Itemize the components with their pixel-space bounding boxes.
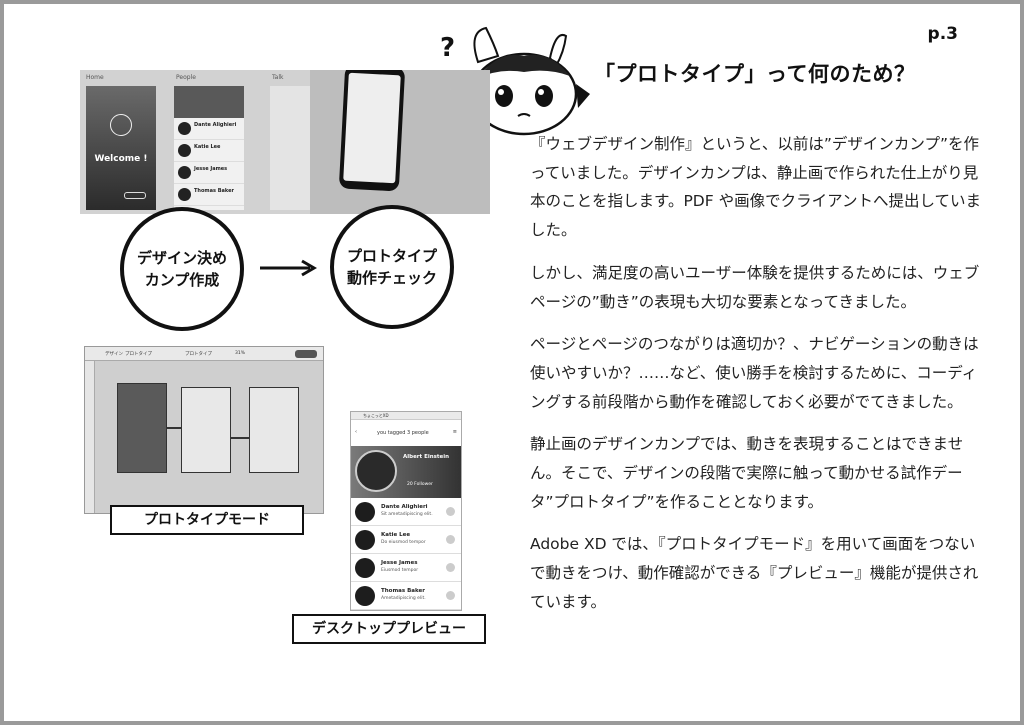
smartphone-image [338,70,406,192]
add-icon [446,535,455,544]
paragraph: Adobe XD では、『プロトタイプモード』を用いて画面をつないで動きをつけ、… [530,535,979,611]
body-text: 『ウェブデザイン制作』というと、以前は”デザインカンプ”を作っていました。デザイ… [530,130,982,631]
avatar [355,586,375,606]
list-item: Katie Lee Do eiusmod tempor [351,526,461,554]
prototype-mode-screenshot: デザイン プロトタイプ プロトタイプ 31% [84,346,324,514]
person-name: Dante Alighieri [194,122,237,128]
people-artboard: Dante Alighieri Katie Lee Jesse James Th… [174,86,244,210]
arrow-right-icon [260,259,317,277]
avatar [178,188,191,201]
list-item: Dante Alighieri [174,118,244,140]
person-name: Jesse James [194,166,228,172]
avatar [355,502,375,522]
welcome-text: Welcome ! [94,154,148,164]
logo-icon [110,114,132,136]
circle-text-line1: デザイン決め [136,249,227,267]
paragraph: 『ウェブデザイン制作』というと、以前は”デザインカンプ”を作っていました。デザイ… [530,135,981,240]
preview-titlebar: ちょこっとXD [351,412,461,420]
back-icon: ‹ [355,429,357,435]
person-name: Katie Lee [381,532,411,538]
avatar [355,450,397,492]
follower-count: 20 Follower [407,482,433,487]
paragraph: 静止画のデザインカンプでは、動きを表現することはできません。そこで、デザインの段… [530,435,964,511]
svg-text:?: ? [440,33,455,63]
doc-name: プロトタイプ [185,352,212,357]
artboard-talk [249,387,299,473]
phone-screen [343,72,401,184]
avatar [178,144,191,157]
avatar [355,530,375,550]
prototype-check-circle: プロトタイプ 動作チェック [330,205,454,329]
desktop-preview-label: デスクトッププレビュー [292,614,486,644]
share-button [295,350,317,358]
person-name: Katie Lee [194,144,221,150]
hero-name: Albert Einstein [403,454,450,460]
avatar [178,166,191,179]
circle-text-line2: カンプ作成 [144,271,220,289]
add-icon [446,563,455,572]
zoom-level: 31% [235,351,246,356]
person-sub: Do eiusmod tempor [381,540,426,545]
person-sub: Eiusmod tempor [381,568,419,573]
list-item: Jesse James [174,162,244,184]
nav-text: you tagged 3 people [377,430,429,436]
welcome-artboard: Welcome ! [86,86,156,210]
prototype-wire [231,437,249,439]
profile-hero: Albert Einstein 20 Follower [351,446,461,498]
add-icon [446,591,455,600]
person-sub: Ametadipiscing elit. [381,596,426,601]
person-name: Jesse James [381,560,418,566]
avatar [178,122,191,135]
paragraph: しかし、満足度の高いユーザー体験を提供するためには、ウェブページの”動き”の表現… [530,263,980,311]
menu-icon: ≡ [452,429,457,435]
list-item: Thomas Baker [174,184,244,206]
artboard-label-people: People [176,74,196,81]
tab-design: デザイン [105,352,123,357]
add-icon [446,507,455,516]
tools-panel [85,361,95,513]
artboard-label-home: Home [86,74,104,81]
prototype-mode-label: プロトタイプモード [110,505,304,535]
start-button [124,192,146,199]
list-item: Katie Lee [174,140,244,162]
person-name: Thomas Baker [381,588,425,594]
page-number: p.3 [927,24,958,44]
circle-text-line2: 動作チェック [346,269,437,287]
xd-toolbar: デザイン プロトタイプ プロトタイプ 31% [85,347,323,361]
prototype-wire [167,427,181,429]
artboard-label-talk: Talk [272,74,284,81]
person-name: Thomas Baker [194,188,234,194]
design-comp-screenshot: Home People Talk Welcome ! Dante Alighie… [80,70,490,214]
tab-prototype: プロトタイプ [125,352,152,357]
people-header [174,86,244,118]
circle-text-line1: プロトタイプ [346,247,437,265]
preview-nav: ‹ you tagged 3 people ≡ [351,420,461,446]
design-comp-circle: デザイン決め カンプ作成 [120,207,244,331]
page-title: 「プロトタイプ」って何のため？ [594,62,916,86]
person-sub: Sit ametadipiscing elit. [381,512,433,517]
artboard-home [117,383,167,473]
avatar [355,558,375,578]
artboard-people [181,387,231,473]
paragraph: ページとページのつながりは適切か？、ナビゲーションの動きは使いやすいか？……など… [530,335,979,411]
person-name: Dante Alighieri [381,504,428,510]
desktop-preview-screenshot: ちょこっとXD ‹ you tagged 3 people ≡ Albert E… [350,411,462,611]
